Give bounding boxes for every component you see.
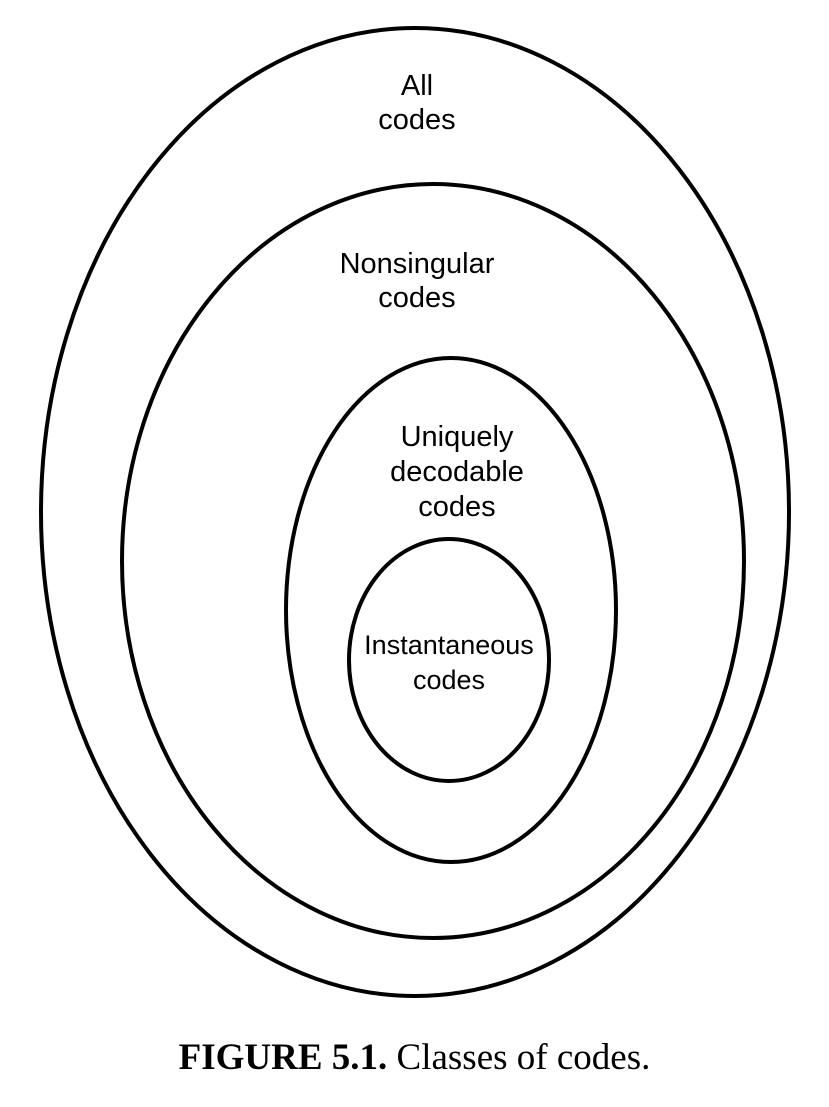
all-codes-label-line1: All — [401, 70, 433, 102]
nonsingular-codes-label-line2: codes — [378, 282, 455, 314]
figure-caption: FIGURE 5.1. Classes of codes. — [0, 1036, 829, 1079]
figure-number: FIGURE 5.1. — [178, 1037, 388, 1078]
nested-sets-diagram: All codes Nonsingular codes Uniquely dec… — [39, 26, 791, 998]
uniquely-decodable-codes-label-line1: Uniquely — [401, 421, 514, 453]
uniquely-decodable-codes-ellipse — [284, 356, 618, 864]
all-codes-label-line2: codes — [378, 104, 455, 136]
uniquely-decodable-codes-label-line3: codes — [418, 491, 495, 523]
nonsingular-codes-label-line1: Nonsingular — [340, 248, 495, 280]
instantaneous-codes-label-line1: Instantaneous — [364, 630, 534, 660]
instantaneous-codes-label-line2: codes — [413, 665, 485, 695]
all-codes-ellipse — [39, 26, 791, 998]
figure-caption-text: Classes of codes. — [396, 1037, 651, 1078]
nonsingular-codes-ellipse — [120, 182, 746, 940]
instantaneous-codes-ellipse — [347, 537, 551, 783]
uniquely-decodable-codes-label-line2: decodable — [390, 456, 524, 488]
